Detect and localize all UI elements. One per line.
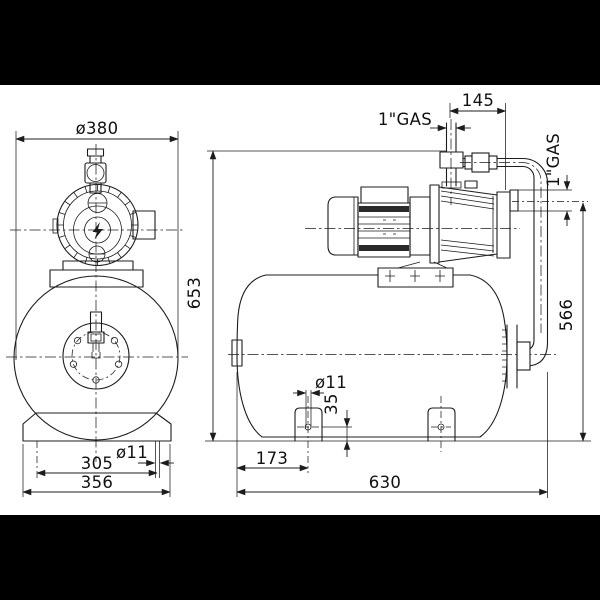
bottom-letterbox-bar: [0, 515, 600, 600]
dim-label-diameter-380: ø380: [76, 119, 119, 138]
tank-left-port: [231, 339, 243, 367]
dim-label-305: 305: [81, 454, 113, 473]
tank-elbow-union: [516, 341, 531, 371]
front-pump-housing: [49, 183, 156, 288]
front-dimensions: ø380 ø11 305 356: [15, 119, 179, 497]
side-dimensions: 145 1"GAS 1"GAS 653 566 ø11: [185, 91, 588, 498]
dim-label-653: 653: [185, 277, 204, 309]
brand-lightning-icon: [92, 222, 103, 240]
dim-label-gas-suction: 1"GAS: [378, 110, 432, 129]
dim-label-356: 356: [81, 473, 113, 492]
tank-feet: [294, 390, 456, 473]
front-terminal-box: [132, 210, 156, 240]
front-suction-fitting: [84, 148, 107, 194]
suction-tee: [439, 151, 464, 169]
dim-label-gas-discharge: 1"GAS: [544, 133, 563, 187]
drawing-paper: [0, 85, 600, 515]
side-terminal-box: [360, 186, 409, 204]
front-view: ø380 ø11 305 356: [6, 119, 188, 497]
dim-label-566: 566: [557, 299, 576, 331]
dim-label-35: 35: [322, 393, 341, 415]
side-mounting-bracket: [377, 267, 454, 288]
side-view: 145 1"GAS 1"GAS 653 566 ø11: [185, 91, 591, 498]
front-mounting-bracket: [49, 269, 144, 288]
dim-label-slot-11-front: ø11: [116, 443, 148, 462]
dim-label-slot-11-side: ø11: [315, 373, 347, 392]
front-saddle-base: [22, 412, 172, 442]
side-pump: [327, 180, 519, 269]
dim-label-173: 173: [256, 449, 288, 468]
front-tank: [13, 275, 179, 441]
dim-label-630: 630: [369, 473, 401, 492]
side-piping: [439, 122, 549, 389]
side-tank: [231, 267, 508, 438]
dim-label-145: 145: [462, 91, 494, 110]
